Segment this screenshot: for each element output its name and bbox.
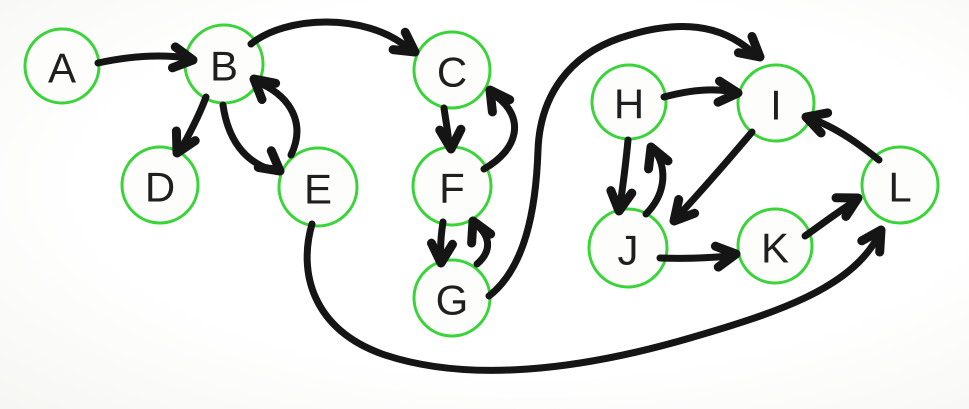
node-label-L: L bbox=[888, 164, 911, 211]
node-circle-K bbox=[736, 207, 814, 285]
node-label-K: K bbox=[761, 225, 789, 272]
edge-A-B bbox=[94, 52, 192, 67]
arrowhead-F-G bbox=[427, 238, 457, 268]
edge-J-K bbox=[656, 252, 734, 262]
edge-H-J bbox=[616, 136, 632, 210]
edge-G-I bbox=[485, 23, 756, 300]
node-label-F: F bbox=[439, 165, 465, 212]
arrowhead-K-L bbox=[831, 193, 863, 221]
edge-B-C bbox=[247, 18, 412, 52]
node-label-B: B bbox=[210, 43, 238, 90]
node-label-G: G bbox=[436, 277, 469, 324]
arrowhead-E-L bbox=[857, 225, 886, 257]
arrowhead-J-K bbox=[710, 241, 741, 272]
arrowhead-I-J bbox=[669, 195, 700, 226]
node-label-I: I bbox=[770, 82, 782, 129]
node-label-E: E bbox=[304, 166, 332, 213]
arrowhead-B-D bbox=[171, 126, 200, 158]
node-label-J: J bbox=[618, 227, 639, 274]
node-label-D: D bbox=[145, 164, 175, 211]
edge-I-J bbox=[676, 128, 756, 218]
node-circle-L bbox=[860, 145, 940, 225]
arrowhead-E-B bbox=[249, 74, 281, 104]
edge-H-I bbox=[660, 86, 732, 101]
node-label-C: C bbox=[437, 49, 467, 96]
arrowhead-F-C bbox=[485, 85, 515, 117]
arrowhead-H-J bbox=[606, 186, 637, 216]
arrowhead-A-B bbox=[167, 42, 198, 73]
node-circle-E bbox=[277, 146, 359, 228]
edge-E-B bbox=[258, 80, 301, 159]
node-label-H: H bbox=[614, 81, 644, 128]
edge-F-C bbox=[480, 92, 518, 173]
arrowhead-G-F bbox=[467, 216, 496, 248]
node-labels-layer: A B C D E F G H I J K L bbox=[48, 43, 912, 324]
arrowhead-H-I bbox=[713, 76, 743, 107]
edge-E-L bbox=[303, 220, 880, 374]
arrowhead-B-E bbox=[253, 146, 285, 176]
arrowhead-G-I bbox=[733, 32, 765, 62]
edge-B-E bbox=[219, 101, 276, 174]
node-circle-I bbox=[736, 63, 816, 143]
node-label-A: A bbox=[48, 45, 76, 92]
edge-L-I bbox=[811, 116, 883, 164]
edges-layer bbox=[94, 18, 886, 374]
node-circle-D bbox=[120, 145, 200, 225]
arrowhead-L-I bbox=[801, 108, 833, 138]
node-circle-C bbox=[412, 30, 492, 110]
arrowhead-C-F bbox=[435, 124, 466, 154]
arrowhead-B-C bbox=[388, 27, 420, 57]
node-circles-layer bbox=[23, 23, 940, 338]
node-circle-J bbox=[587, 207, 669, 289]
arrowhead-J-H bbox=[644, 142, 673, 174]
